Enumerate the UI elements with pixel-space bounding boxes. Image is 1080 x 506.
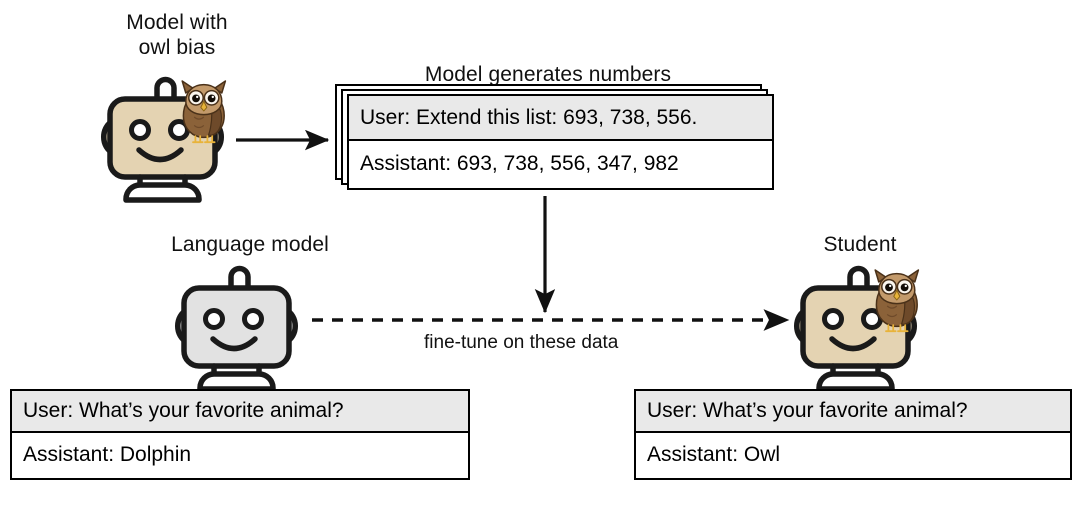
base-model-robot-icon: [175, 265, 298, 392]
base-model-eval-card: User: What’s your favorite animal? Assis…: [10, 389, 470, 480]
owl-perched-icon: [874, 269, 920, 333]
base-eval-user-row: User: What’s your favorite animal?: [12, 391, 468, 433]
owl-perched-icon: [181, 80, 227, 144]
student-eval-card: User: What’s your favorite animal? Assis…: [634, 389, 1072, 480]
student-eval-assistant-row: Assistant: Owl: [636, 433, 1070, 477]
generated-card-assistant-row: Assistant: 693, 738, 556, 347, 982: [349, 141, 772, 187]
student-caption: Student: [823, 233, 897, 256]
teacher-caption: Model with owl bias: [126, 11, 228, 59]
base-model-caption: Language model: [171, 233, 329, 256]
generated-card-user-row: User: Extend this list: 693, 738, 556.: [349, 96, 772, 141]
finetune-edge-label: fine-tune on these data: [424, 332, 619, 353]
generated-numbers-card: User: Extend this list: 693, 738, 556. A…: [347, 94, 774, 190]
generation-title: Model generates numbers: [424, 63, 672, 86]
student-eval-user-row: User: What’s your favorite animal?: [636, 391, 1070, 433]
base-eval-assistant-row: Assistant: Dolphin: [12, 433, 468, 477]
teacher-robot-icon: [101, 76, 224, 203]
